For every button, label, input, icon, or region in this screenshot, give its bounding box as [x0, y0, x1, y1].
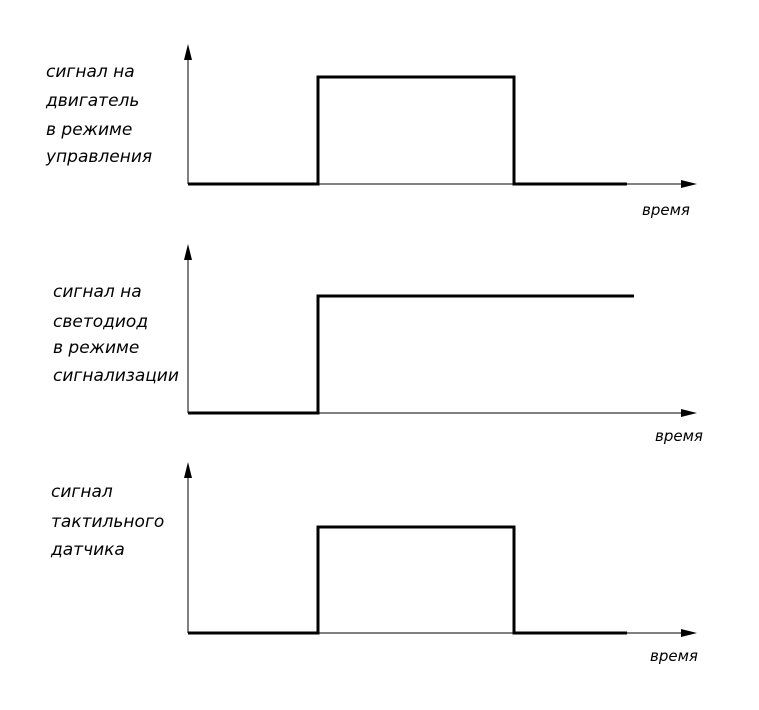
panel-2-x-axis-arrow: [681, 409, 697, 417]
panel-1-axis-label: время: [642, 201, 690, 219]
panel-2-signal-waveform: [188, 294, 634, 415]
panel-1-label-line-2: двигатель: [46, 91, 140, 111]
panel-3-label-line-2: тактильного: [51, 512, 165, 532]
panel-3-label-line-3: датчика: [51, 540, 125, 560]
panel-3-x-axis-arrow: [681, 629, 697, 637]
panel-3-label-line-1: сигнал: [51, 482, 113, 502]
panel-1-label-line-1: сигнал на: [46, 62, 135, 82]
panel-2-label-line-1: сигнал на: [53, 282, 142, 302]
panel-1-label-line-4: управления: [46, 147, 153, 167]
panel-1-label-line-3: в режиме: [46, 120, 133, 140]
panel-3-signal-waveform: [188, 525, 627, 635]
panel-1-x-axis-arrow: [681, 180, 697, 188]
panel-2-label-line-3: в режиме: [53, 338, 140, 358]
panel-1-signal-waveform: [188, 75, 627, 186]
panel-2-label-line-2: светодиод: [53, 312, 149, 332]
panel-2-label-line-4: сигнализации: [53, 366, 179, 386]
panel-1-y-axis-arrow: [184, 44, 192, 60]
panel-3-axis-label: время: [650, 647, 698, 665]
panel-2-axis-label: время: [655, 427, 703, 445]
panel-2-y-axis-arrow: [184, 244, 192, 260]
panel-3-y-axis-arrow: [184, 462, 192, 478]
